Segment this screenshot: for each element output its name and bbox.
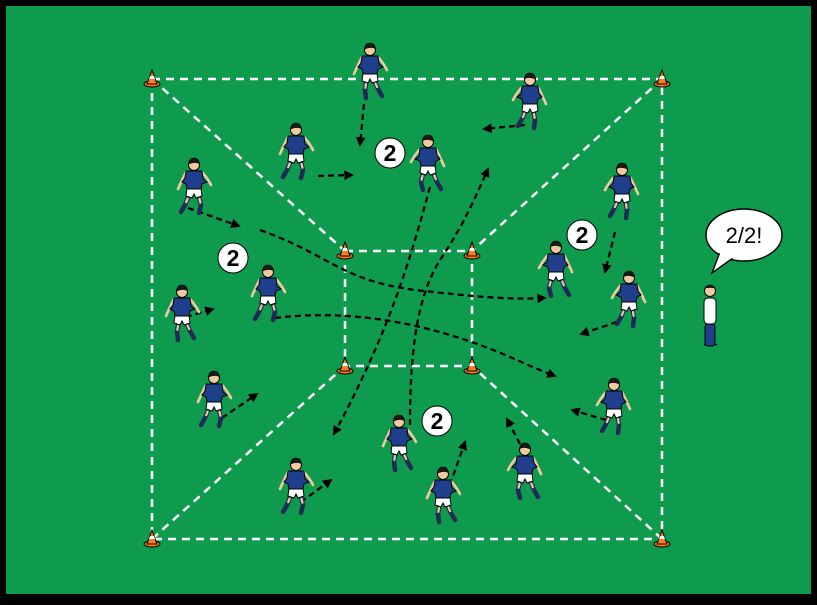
movement-arrow — [482, 123, 526, 134]
movement-arrow — [355, 103, 366, 147]
cones — [143, 68, 671, 548]
player-icon — [278, 457, 315, 516]
players — [164, 42, 647, 525]
movement-arrow — [505, 417, 522, 445]
player-icon — [164, 284, 201, 343]
player-icon — [610, 270, 647, 329]
movement-arrow — [448, 440, 468, 486]
diagonal-bottom-left — [151, 365, 346, 540]
group-label-bottom: 2 — [421, 405, 453, 437]
player-icon — [176, 157, 213, 216]
player-icon — [196, 370, 233, 429]
group-label-bottom-text: 2 — [431, 408, 444, 434]
movement-arrow — [317, 170, 354, 181]
cone-icon — [463, 355, 481, 375]
movement-arrow — [579, 320, 618, 337]
diagonal-top-left — [151, 78, 346, 252]
movement-arrow — [570, 407, 607, 422]
player-icon — [381, 414, 418, 473]
movement-arrow — [274, 314, 557, 378]
group-label-left-text: 2 — [227, 245, 240, 271]
movement-arrow — [259, 228, 547, 304]
cone-icon — [143, 528, 161, 548]
coach-icon — [703, 284, 718, 347]
cone-icon — [143, 68, 161, 88]
player-icon — [603, 162, 640, 221]
inner-square — [343, 249, 474, 368]
coach-call-text: 2/2! — [726, 223, 763, 248]
cone-icon — [653, 68, 671, 88]
speech-bubble-icon: 2/2! — [705, 208, 783, 275]
field-lines — [150, 77, 664, 541]
player-icon — [537, 240, 574, 299]
player-icon — [511, 72, 548, 131]
diagonal-top-right — [471, 78, 663, 252]
cone-icon — [463, 240, 481, 260]
player-icon — [506, 442, 543, 501]
movement-arrow — [221, 392, 259, 419]
group-label-left: 2 — [217, 242, 249, 274]
cone-icon — [336, 240, 354, 260]
group-label-right: 2 — [566, 219, 598, 251]
movement-arrow — [408, 167, 490, 426]
player-icon — [409, 134, 446, 193]
group-label-top: 2 — [374, 137, 406, 169]
player-icon — [250, 264, 287, 323]
movement-arrows — [185, 103, 618, 503]
group-label-right-text: 2 — [576, 222, 589, 248]
player-icon — [352, 42, 389, 101]
movement-arrow — [332, 186, 432, 436]
outer-square — [150, 77, 664, 541]
diagonal-bottom-right — [471, 365, 663, 540]
player-icon — [595, 377, 632, 436]
player-icon — [425, 466, 462, 525]
cone-icon — [653, 528, 671, 548]
movement-arrow — [602, 231, 617, 274]
player-icon — [278, 122, 315, 181]
movement-arrow — [300, 478, 333, 503]
cone-icon — [336, 355, 354, 375]
movement-arrow — [187, 206, 241, 228]
group-label-top-text: 2 — [384, 140, 397, 166]
